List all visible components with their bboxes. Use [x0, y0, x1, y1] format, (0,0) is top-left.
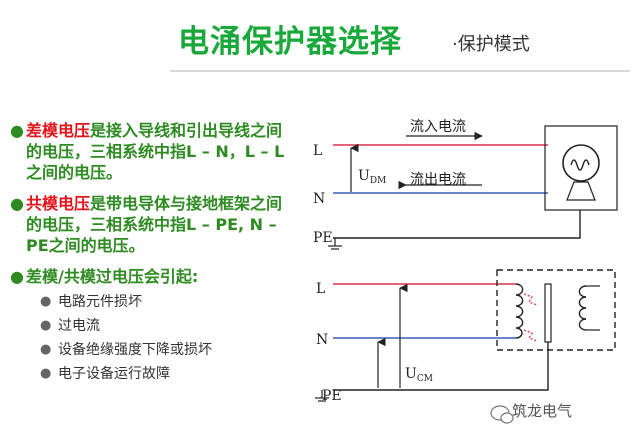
title-divider — [170, 70, 630, 72]
bullet-text: 是接入导线和引出导线之间的电压，三相系统中指L – N，L – L之间的电压。 — [26, 121, 285, 182]
bullet-text: 是带电导体与接地框架之间的电压，三相系统中指L – PE, N –PE之间的电压… — [26, 194, 283, 255]
line-label-N: N — [316, 332, 328, 348]
differential-mode-diagram: L N PE 流入电流 流出电流 UDM — [313, 119, 618, 250]
flow-in-label: 流入电流 — [410, 119, 466, 135]
list-item: ●电路元件损坏 — [40, 290, 212, 314]
bullet-dot-icon: ● — [10, 121, 24, 140]
bullet-text: 差模/共模过电压会引起: — [26, 267, 199, 286]
secondary-coil-icon — [578, 285, 587, 331]
watermark-logo-icon — [490, 405, 514, 424]
page-subtitle: ·保护模式 — [452, 34, 530, 55]
wire-PE — [333, 210, 581, 239]
line-label-L: L — [316, 281, 325, 297]
sub-bullet-icon: ● — [40, 366, 52, 381]
bullet-overvoltage-effects: ● 差模/共模过电压会引起: — [10, 266, 292, 287]
list-item: ●设备绝缘强度下降或损坏 — [40, 338, 212, 362]
flow-out-label: 流出电流 — [410, 172, 466, 188]
line-label-N: N — [313, 191, 325, 207]
primary-coil-icon — [515, 283, 524, 339]
motor-winding-icon — [570, 159, 590, 171]
sub-bullet-icon: ● — [40, 342, 52, 357]
motor-enclosure — [544, 125, 618, 211]
bullet-dot-icon: ● — [10, 267, 24, 286]
common-mode-diagram: L N PE UCM — [315, 269, 616, 404]
watermark-text: 筑龙电气 — [512, 402, 573, 420]
bullet-common-mode: ● 共模电压是带电导体与接地框架之间的电压，三相系统中指L – PE, N –P… — [10, 193, 292, 256]
bullet-highlight: 差模电压 — [26, 121, 91, 140]
bullet-differential-mode: ● 差模电压是接入导线和引出导线之间的电压，三相系统中指L – N，L – L之… — [10, 120, 292, 183]
transformer-core-icon — [544, 283, 552, 343]
motor-base-icon — [566, 181, 596, 201]
page-title: 电涌保护器选择 — [178, 24, 402, 60]
transformer-enclosure — [496, 269, 616, 351]
effects-list: ●电路元件损坏 ●过电流 ●设备绝缘强度下降或损坏 ●电子设备运行故障 — [40, 290, 212, 386]
line-label-L: L — [313, 143, 322, 159]
flashover-icon — [523, 293, 538, 306]
bullet-dot-icon: ● — [10, 194, 24, 213]
list-item: ●电子设备运行故障 — [40, 362, 212, 386]
line-label-PE: PE — [322, 388, 342, 404]
voltage-dm-label: UDM — [358, 168, 386, 186]
list-item: ●过电流 — [40, 314, 212, 338]
sub-bullet-icon: ● — [40, 318, 52, 333]
voltage-cm-label: UCM — [405, 366, 433, 384]
wire-PE — [333, 342, 549, 391]
motor-icon — [562, 144, 600, 182]
line-label-PE: PE — [313, 230, 333, 246]
sub-bullet-icon: ● — [40, 294, 52, 309]
bullet-highlight: 共模电压 — [26, 194, 91, 213]
